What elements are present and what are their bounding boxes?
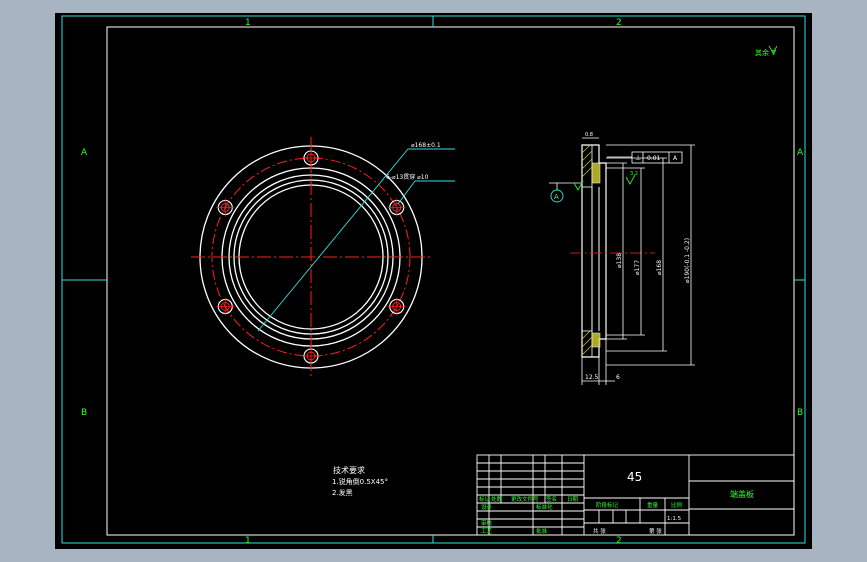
- flange-front-view: ⌀168±0.1 6-⌀13贯穿 ⌀10: [191, 137, 455, 377]
- section-roughness-icon-2: [573, 180, 584, 191]
- sheet-of: 第 张: [649, 527, 662, 535]
- scale-value: 1:1.5: [667, 516, 682, 522]
- header-scale: 比例: [671, 501, 683, 509]
- zone-row-right-a: A: [797, 148, 804, 158]
- zone-col-bottom-2: 2: [616, 536, 622, 546]
- tech-req-item-1: 1.锐角倒0.5X45°: [332, 477, 388, 486]
- zone-row-left-b: B: [81, 408, 87, 418]
- tolerance-frame: ⊥ 0.01 A: [607, 151, 683, 164]
- zone-row-right-b: B: [797, 408, 803, 418]
- role-process: 工艺: [481, 528, 493, 535]
- callout-holes: 6-⌀13贯穿 ⌀10: [386, 173, 429, 181]
- title-part-name: 端盖板: [730, 489, 754, 499]
- rev-header-count: 处数: [491, 495, 503, 503]
- dim-bore-138: ⌀138: [616, 253, 623, 268]
- section-roughness: 3.2: [630, 171, 638, 177]
- datum-circle: [550, 189, 564, 203]
- role-review: 审核: [481, 519, 493, 527]
- leader-bolt-circle: [257, 148, 409, 332]
- section-roughness-icon: [625, 174, 636, 185]
- dim-bottom-6: 6: [616, 374, 620, 381]
- title-material: 45: [627, 470, 642, 484]
- dim-177: ⌀177: [634, 260, 641, 275]
- tolerance-datum: A: [673, 155, 678, 162]
- roughness-note: 其余 ∇: [755, 48, 776, 57]
- tech-requirements: 技术要求 1.锐角倒0.5X45° 2.发黑: [332, 465, 388, 497]
- role-standard: 标准化: [536, 503, 553, 511]
- roughness-symbol-icon: [768, 45, 778, 54]
- dim-168: ⌀168: [656, 260, 663, 275]
- tolerance-symbol: ⊥: [635, 154, 641, 162]
- header-stage: 阶段标记: [596, 501, 619, 509]
- tolerance-value: 0.01: [647, 155, 661, 162]
- sheet-total: 共 张: [593, 527, 606, 535]
- tech-req-title: 技术要求: [333, 465, 365, 475]
- header-weight: 重量: [647, 501, 659, 509]
- section-hatch-top-2: [591, 162, 601, 184]
- section-dim-lines: [599, 144, 695, 366]
- flange-section-view: ⌀138 ⌀177 ⌀168 ⌀190(-0.1 -0.2) ⊥ 0.01 A …: [549, 132, 695, 385]
- rev-header-sign: 签名: [546, 495, 557, 503]
- flange-ring-3: [233, 179, 389, 335]
- rev-header-mark: 标记: [479, 495, 491, 503]
- callout-bolt-circle: ⌀168±0.1: [411, 142, 441, 149]
- dim-190: ⌀190(-0.1 -0.2): [684, 238, 691, 283]
- flange-bolt-circle: [211, 157, 411, 357]
- rev-header-doc: 更改文件号: [511, 495, 539, 503]
- hatch-lines: [581, 144, 593, 356]
- dim-top: 0.8: [585, 132, 593, 138]
- rev-header-date: 日期: [567, 496, 579, 503]
- section-hatch-bottom-2: [591, 332, 601, 348]
- leader-holes: [397, 180, 416, 205]
- cad-drawing: 1 2 1 2 A B A B 其余 ∇ ⌀168±0.1 6-⌀13贯穿 ⌀1…: [61, 15, 806, 546]
- title-block: [476, 454, 795, 536]
- inner-drawing-frame: [106, 26, 795, 536]
- zone-col-top-2: 2: [616, 18, 622, 28]
- zone-row-left-a: A: [81, 148, 88, 158]
- tech-req-item-2: 2.发黑: [332, 488, 353, 497]
- role-approve: 批准: [536, 527, 548, 535]
- zone-col-bottom-1: 1: [245, 536, 251, 546]
- zone-col-top-1: 1: [245, 18, 251, 28]
- outer-sheet-border: [61, 15, 806, 544]
- dim-bottom-12-5: 12.5: [585, 374, 599, 381]
- section-bottom-dims: [581, 339, 615, 385]
- zone-ticks: [62, 16, 805, 543]
- cad-viewport[interactable]: 1 2 1 2 A B A B 其余 ∇ ⌀168±0.1 6-⌀13贯穿 ⌀1…: [55, 13, 812, 549]
- bolt-holes: [216, 149, 406, 365]
- datum-label: A: [554, 193, 559, 201]
- role-design: 设计: [481, 503, 493, 511]
